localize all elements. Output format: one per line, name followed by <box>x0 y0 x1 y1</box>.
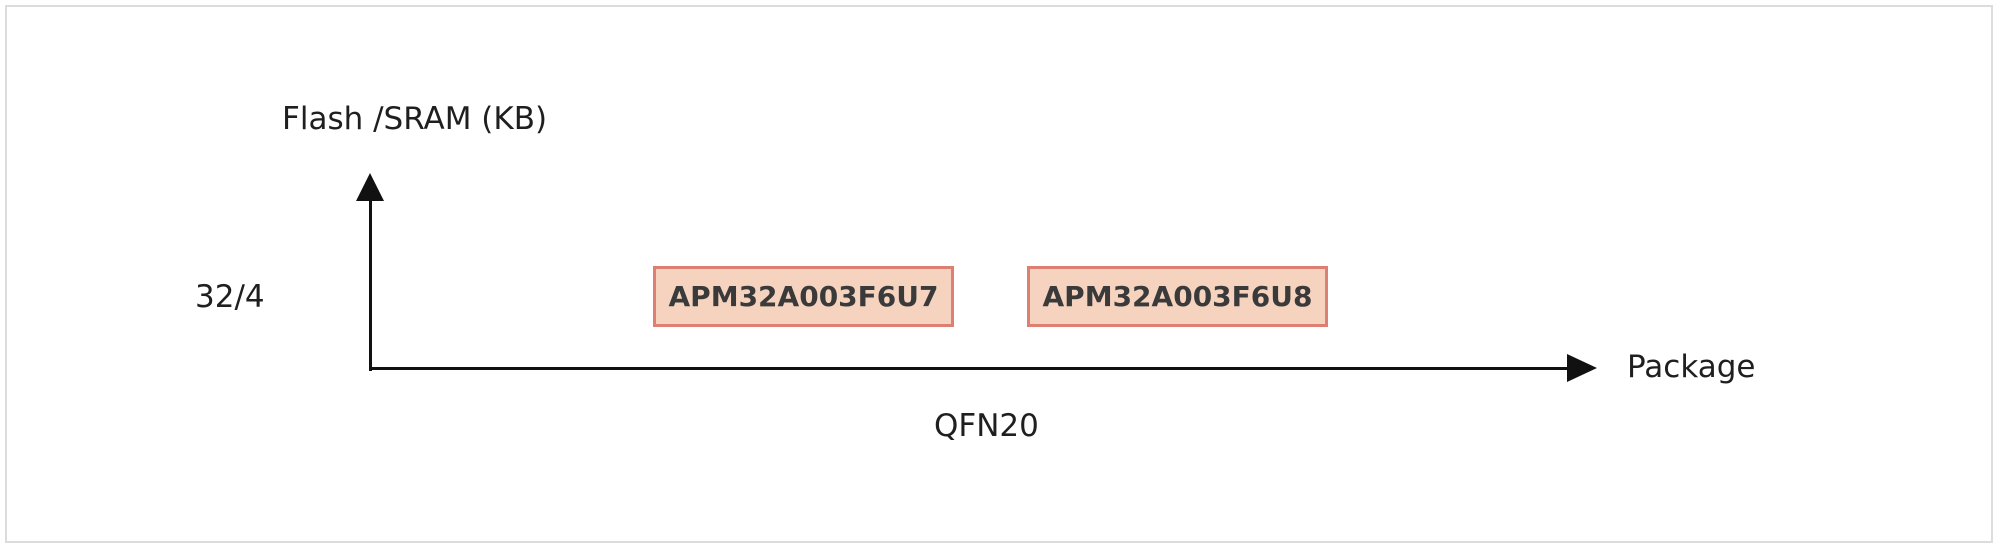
x-tick-label: QFN20 <box>934 408 1039 444</box>
x-axis-line <box>369 367 1569 370</box>
y-axis-label: Flash /SRAM (KB) <box>282 101 548 137</box>
x-axis-arrow-icon <box>1567 354 1597 382</box>
y-tick-label: 32/4 <box>195 279 265 315</box>
y-axis-arrow-icon <box>356 173 384 201</box>
x-axis-label: Package <box>1627 349 1756 385</box>
y-axis-line <box>369 197 372 371</box>
part-box-apm32a003f6u8: APM32A003F6U8 <box>1027 266 1328 327</box>
part-box-apm32a003f6u7: APM32A003F6U7 <box>653 266 954 327</box>
diagram-frame <box>5 5 1993 543</box>
